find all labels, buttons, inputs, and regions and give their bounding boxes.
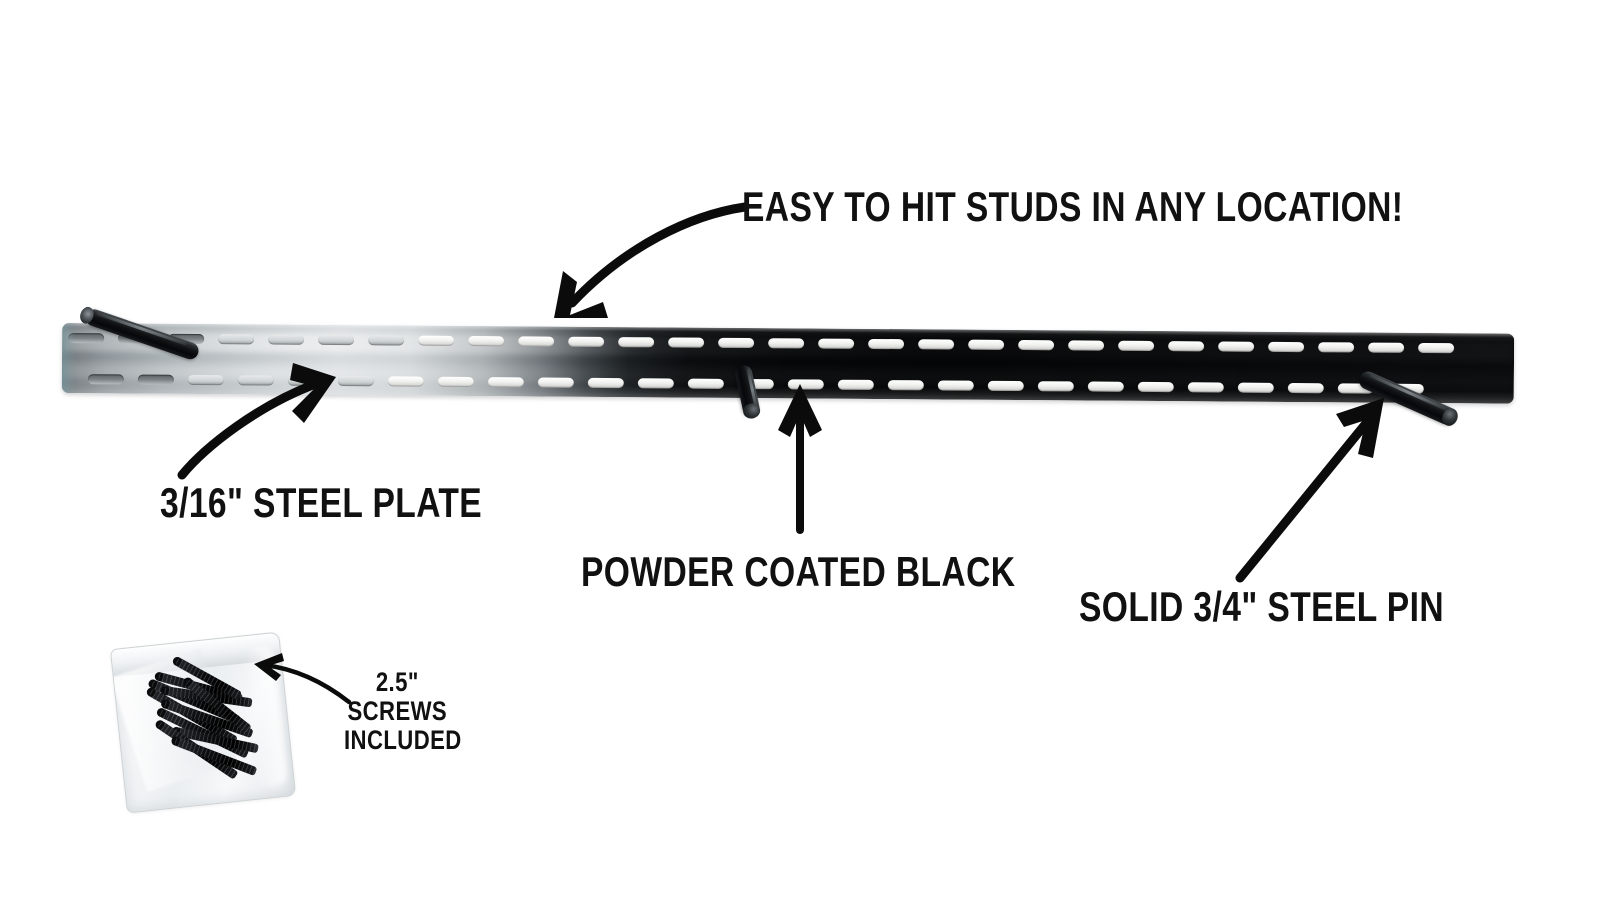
arrow-steel-pin-icon [1235, 398, 1384, 583]
slot [1168, 340, 1205, 351]
slot [1187, 381, 1224, 393]
slot [1318, 341, 1355, 352]
slot-row-bottom [62, 373, 1514, 395]
label-easy-to-hit-studs: EASY TO HIT STUDS IN ANY LOCATION! [742, 183, 1404, 230]
slot [1068, 339, 1105, 351]
slot-row-top [62, 332, 1514, 354]
slot [487, 376, 524, 387]
slot [1418, 342, 1455, 353]
slot [368, 334, 405, 346]
label-screws-included: 2.5" SCREWS INCLUDED [344, 667, 462, 756]
slot [418, 335, 455, 346]
slot [318, 334, 355, 345]
slot [137, 374, 174, 385]
slotted-steel-bar [61, 318, 1515, 404]
slot [937, 379, 974, 391]
slot [287, 375, 324, 386]
slot [468, 335, 505, 346]
slot [1218, 340, 1255, 352]
slot [537, 376, 574, 388]
slot [1018, 339, 1055, 350]
slot [987, 380, 1024, 391]
arrow-powder-coated-icon [778, 384, 822, 534]
slot [1268, 341, 1305, 352]
slot [618, 336, 655, 347]
slot [218, 333, 255, 344]
label-screws-line1: 2.5" [375, 667, 419, 697]
slot [1118, 340, 1155, 351]
slot [1087, 381, 1124, 392]
slot [518, 335, 555, 347]
slot [387, 375, 424, 387]
slot [437, 376, 474, 387]
label-powder-coated-black: POWDER COATED BLACK [581, 548, 1016, 595]
slot [868, 338, 905, 349]
slot [968, 339, 1005, 350]
screw-bag-plastic [109, 631, 297, 814]
slot [1287, 382, 1324, 393]
slot [568, 336, 605, 347]
slot [268, 334, 305, 345]
label-solid-steel-pin: SOLID 3/4" STEEL PIN [1079, 583, 1444, 630]
label-steel-plate: 3/16" STEEL PLATE [160, 479, 483, 526]
slot [668, 336, 705, 348]
slot [768, 337, 805, 348]
slot [1368, 342, 1405, 353]
slot [637, 377, 674, 388]
slot [918, 338, 955, 350]
arrow-studs-icon [554, 202, 750, 318]
slot [187, 374, 224, 385]
slot [1137, 381, 1174, 392]
slot [818, 338, 855, 349]
slot [1037, 380, 1074, 391]
steel-plate-body [61, 323, 1515, 404]
slot [587, 377, 624, 388]
slot [887, 379, 924, 390]
slot [687, 378, 724, 389]
slot [68, 332, 105, 343]
slot [718, 337, 755, 348]
label-screws-line2: SCREWS [347, 696, 448, 727]
label-screws-line3: INCLUDED [344, 725, 462, 756]
slot [787, 378, 824, 390]
slot [87, 373, 124, 384]
slot [237, 374, 274, 386]
slot [1237, 382, 1274, 393]
slot [337, 375, 374, 386]
slot [837, 379, 874, 390]
screw-bag [109, 631, 297, 814]
